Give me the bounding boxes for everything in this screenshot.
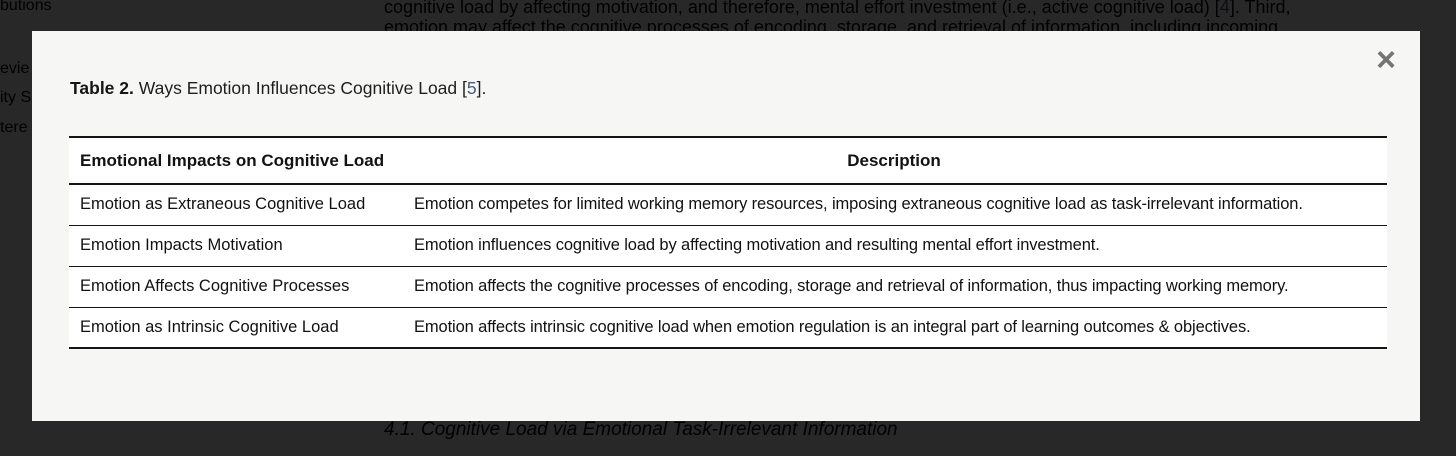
table-row: Emotion as Intrinsic Cognitive Load Emot… <box>69 307 1387 349</box>
reference-link-5[interactable]: 5 <box>466 78 477 98</box>
table-modal: × Table 2. Ways Emotion Influences Cogni… <box>32 31 1420 421</box>
description-cell: Emotion affects the cognitive processes … <box>401 266 1387 308</box>
table-container: Emotional Impacts on Cognitive Load Desc… <box>69 136 1387 349</box>
table-row: Emotion Affects Cognitive Processes Emot… <box>69 266 1387 308</box>
column-header-description: Description <box>401 137 1387 185</box>
table-caption-text: Ways Emotion Influences Cognitive Load [ <box>133 78 467 98</box>
impact-cell: Emotion as Extraneous Cognitive Load <box>69 184 401 226</box>
impact-cell: Emotion Impacts Motivation <box>69 225 401 267</box>
impact-cell: Emotion Affects Cognitive Processes <box>69 266 401 308</box>
emotion-cognitive-load-table: Emotional Impacts on Cognitive Load Desc… <box>69 136 1387 349</box>
description-cell: Emotion influences cognitive load by aff… <box>401 225 1387 267</box>
column-header-impact: Emotional Impacts on Cognitive Load <box>69 137 401 185</box>
table-row: Emotion Impacts Motivation Emotion influ… <box>69 225 1387 267</box>
description-cell: Emotion affects intrinsic cognitive load… <box>401 307 1387 349</box>
table-caption-label: Table 2. <box>70 78 134 98</box>
close-icon[interactable]: × <box>1376 41 1396 79</box>
table-caption-text: ]. <box>476 78 487 98</box>
description-cell: Emotion competes for limited working mem… <box>401 184 1387 226</box>
impact-cell: Emotion as Intrinsic Cognitive Load <box>69 307 401 349</box>
table-row: Emotion as Extraneous Cognitive Load Emo… <box>69 184 1387 226</box>
table-header-row: Emotional Impacts on Cognitive Load Desc… <box>69 137 1387 185</box>
table-caption: Table 2. Ways Emotion Influences Cogniti… <box>70 76 486 100</box>
